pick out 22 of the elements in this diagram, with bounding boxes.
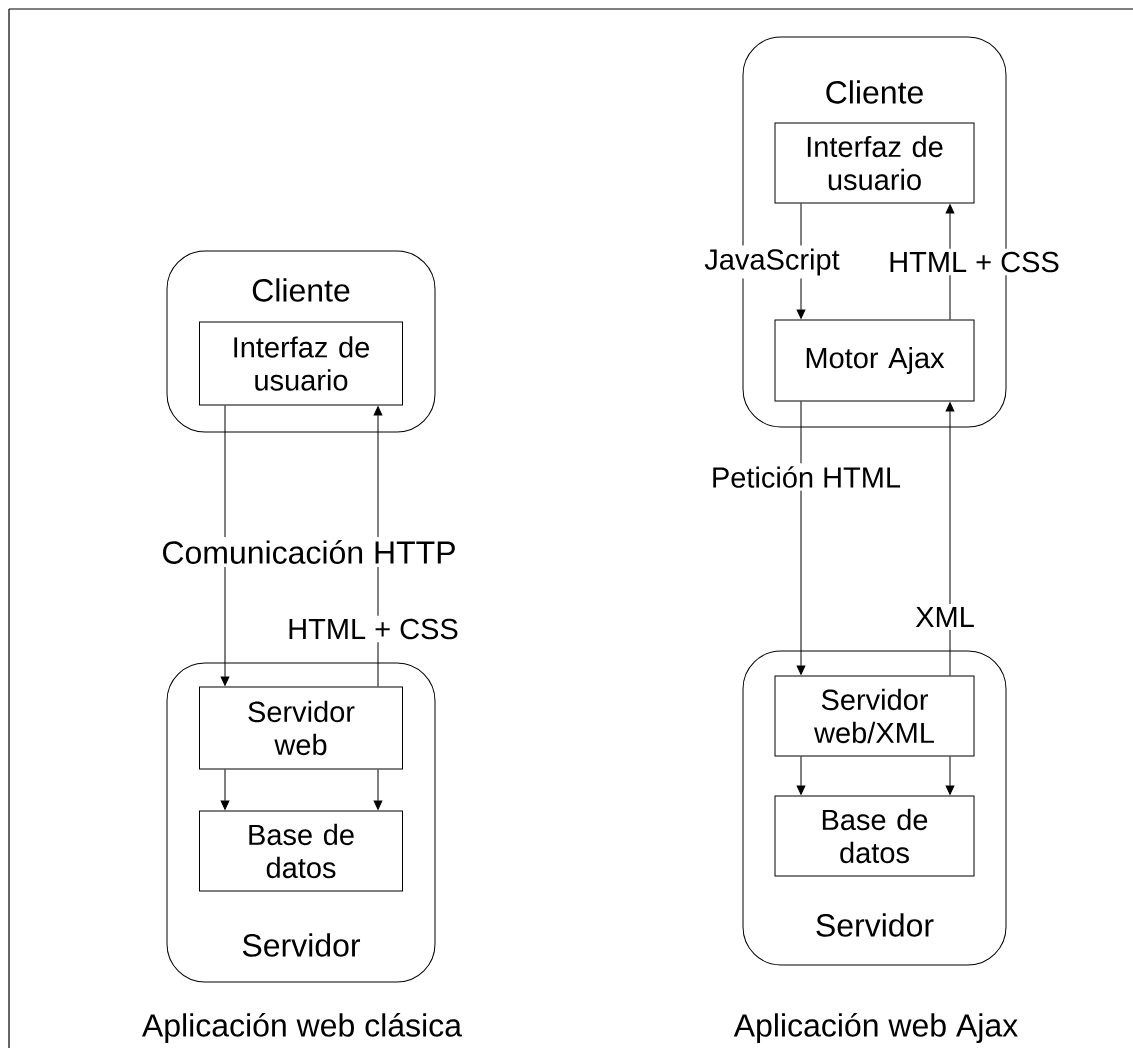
edge-label: XML: [912, 604, 978, 630]
edge-label: Petición HTML: [707, 463, 905, 491]
process-box: Base de datos: [199, 810, 403, 892]
caption: Aplicación web Ajax: [730, 1009, 1022, 1047]
edge-label: HTML + CSS: [284, 615, 462, 643]
arrow: [373, 769, 383, 810]
arrow: [796, 756, 806, 795]
process-box: Servidor web/XML: [774, 675, 975, 757]
process-box: Servidor web: [199, 686, 403, 770]
process-box: Interfaz de usuario: [199, 321, 403, 406]
arrow: [945, 756, 955, 795]
arrow: [796, 401, 806, 675]
process-box: Base de datos: [774, 795, 975, 877]
edge-label: JavaScript: [701, 245, 843, 279]
process-box: Motor Ajax: [774, 319, 975, 402]
arrow: [220, 405, 230, 686]
process-box: Interfaz de usuario: [774, 122, 975, 204]
arrow: [945, 402, 955, 676]
arrow: [220, 769, 230, 810]
caption: Aplicación web clásica: [138, 1009, 466, 1047]
edge-label: HTML + CSS: [885, 248, 1063, 276]
connection-label: Comunicación HTTP: [158, 537, 460, 567]
